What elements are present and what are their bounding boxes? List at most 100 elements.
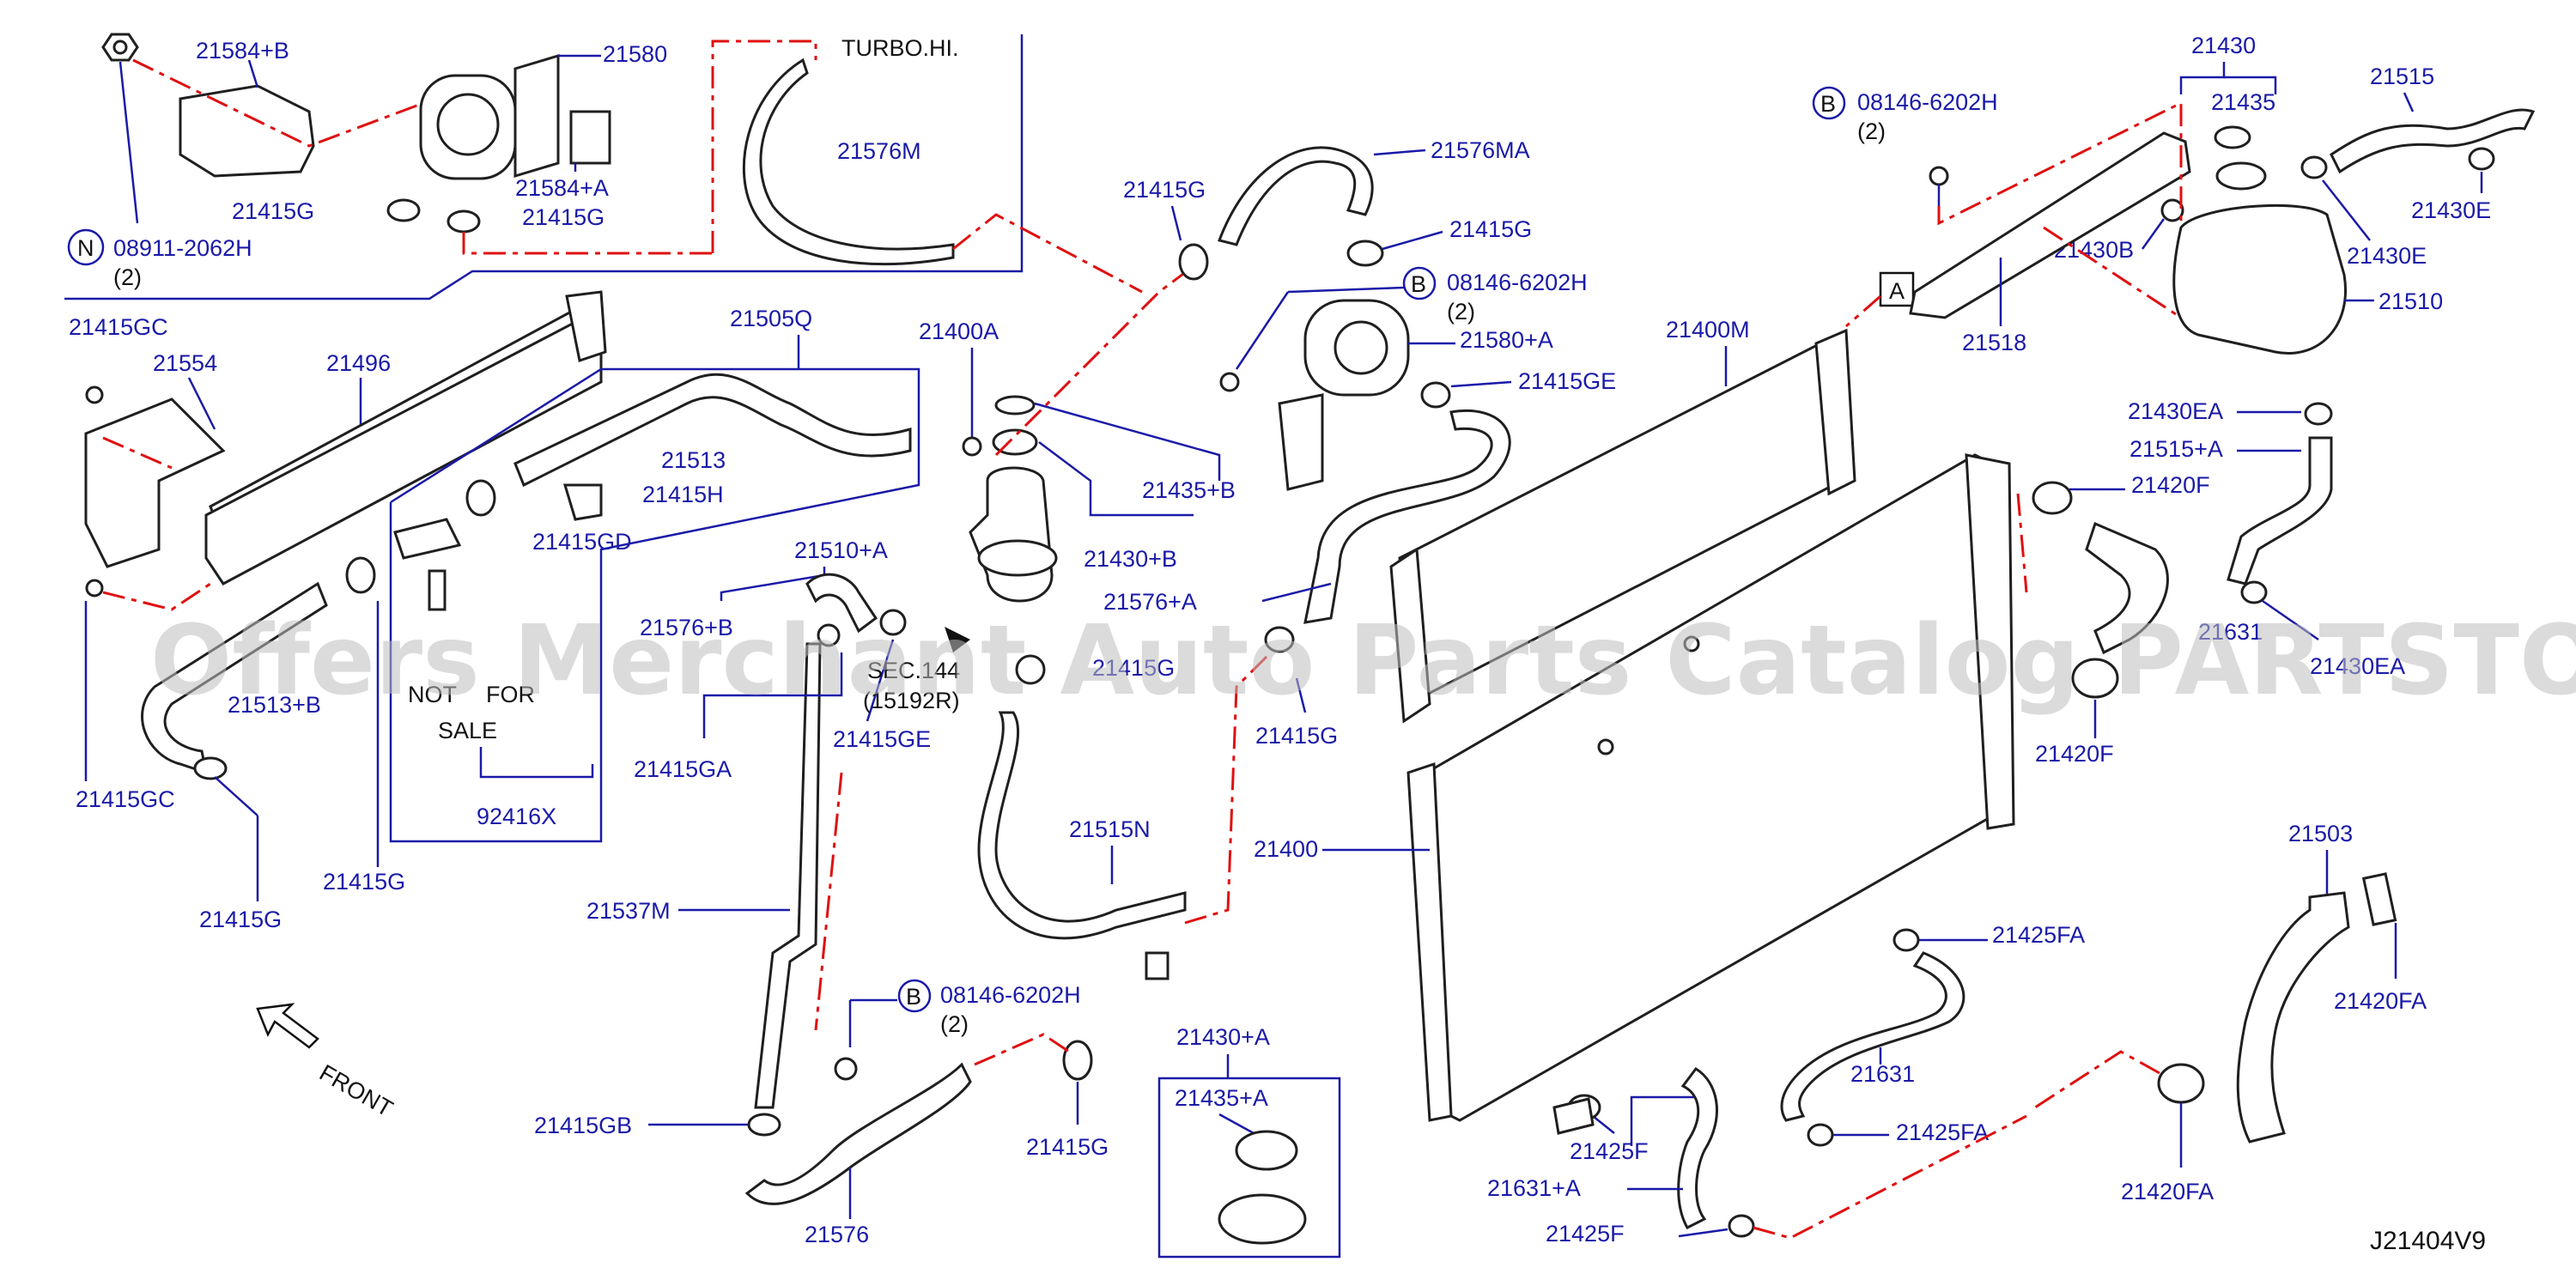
note-text: (2) <box>1447 299 1475 325</box>
note-text: B <box>1820 91 1836 117</box>
part-number-label: 21584+B <box>196 38 289 64</box>
part-number-label: 21576MA <box>1431 137 1530 163</box>
part-number-label: 21400M <box>1666 317 1750 343</box>
bracket-21518 <box>1909 131 2191 319</box>
sensor-icon <box>428 569 447 611</box>
clamp-icon <box>1893 928 1920 952</box>
part-number-label: 21496 <box>326 350 391 376</box>
clamp-icon <box>2468 147 2495 171</box>
clamp-icon <box>1346 240 1384 267</box>
part-number-label: 21584+A <box>515 175 609 201</box>
clamp-icon <box>2304 402 2333 426</box>
part-number-label: 21420FA <box>2334 988 2427 1014</box>
clamp-icon <box>2157 1063 2205 1104</box>
part-number-label: 21430+B <box>1084 546 1177 572</box>
reservoir-21400a <box>969 466 1054 603</box>
hose-21631 <box>1780 951 1965 1122</box>
hose-21631a <box>1677 1067 1718 1229</box>
part-number-label: 21515N <box>1069 816 1151 842</box>
part-number-label: 21515+A <box>2129 436 2223 462</box>
bolt-icon <box>85 579 104 598</box>
part-number-label: 08146-6202H <box>1857 89 1998 115</box>
part-number-label: 21576 <box>805 1222 869 1247</box>
bolt-icon <box>1597 738 1614 755</box>
part-number-label: 21415G <box>1092 655 1175 681</box>
part-number-label: 21425F <box>1570 1138 1649 1164</box>
part-number-label: 21415GE <box>833 726 931 752</box>
nut-icon <box>962 436 982 457</box>
part-number-label: 21430+A <box>1176 1024 1270 1050</box>
clamp-icon <box>2240 580 2268 604</box>
a-callout <box>1879 271 1915 307</box>
part-number-label: 21415G <box>1255 723 1338 749</box>
part-number-label: 21503 <box>2288 821 2353 846</box>
part-number-label: 21415G <box>522 204 605 230</box>
hose-21515 <box>2330 108 2536 174</box>
note-text: B <box>1411 271 1426 297</box>
sensor-21415h <box>562 483 603 521</box>
bolt-icon <box>1219 372 1240 392</box>
part-number-label: 21420F <box>2131 472 2210 498</box>
b-marker <box>1812 86 1846 120</box>
o-ring-icon <box>994 395 1036 416</box>
part-number-label: 21510 <box>2379 288 2443 314</box>
part-number-label: 21420F <box>2035 741 2114 767</box>
clamp-icon <box>1178 243 1209 281</box>
note-text: A <box>1889 278 1905 304</box>
hose-21515a <box>2227 436 2333 585</box>
part-number-label: 92416X <box>477 804 556 829</box>
note-text: SALE <box>438 718 497 743</box>
part-number-label: 21415GD <box>532 529 632 555</box>
clamp-icon <box>2300 155 2328 179</box>
part-number-label: 21631 <box>1850 1061 1915 1087</box>
pipe-21537m <box>754 642 822 1109</box>
part-number-label: 21631+A <box>1487 1175 1581 1201</box>
clamp-icon <box>465 479 496 517</box>
clamp-icon <box>747 1113 781 1137</box>
hose-21576a <box>1303 410 1511 624</box>
part-number-label: 21415G <box>232 198 314 224</box>
part-number-label: 21505Q <box>730 306 812 331</box>
nut-icon <box>2160 198 2184 222</box>
top-left-region-border <box>64 34 1024 300</box>
part-number-label: 21400 <box>1254 836 1318 862</box>
clamp-icon <box>1015 654 1046 685</box>
part-number-label: 21415GA <box>634 756 732 782</box>
hose-21631-upper <box>2085 521 2169 655</box>
bolt-icon <box>1929 166 1949 186</box>
clamp-icon <box>1264 626 1295 653</box>
group-box-21505q <box>389 367 920 843</box>
hose-21576m <box>742 58 955 266</box>
cap-icon <box>2215 161 2267 191</box>
part-number-label: 21435+A <box>1175 1085 1268 1111</box>
part-number-label: 21415G <box>1123 177 1206 203</box>
part-number-label: 21576+B <box>640 615 733 640</box>
part-number-label: 21420FA <box>2121 1179 2214 1204</box>
part-number-label: 21515 <box>2370 64 2434 89</box>
hose-21576 <box>744 1062 972 1205</box>
note-text: SEC.144 <box>867 658 960 683</box>
part-number-label: 21513+B <box>228 692 321 718</box>
note-text: (2) <box>940 1011 969 1037</box>
watermark: Offers Merchant Auto Parts Catalog PARTS… <box>150 605 2576 717</box>
part-number-label: 21415GB <box>534 1113 632 1138</box>
part-number-label: 21425F <box>1546 1221 1625 1247</box>
part-number-label: 21415G <box>1449 216 1532 242</box>
part-number-label: 21415G <box>199 907 282 932</box>
hose-21515n <box>977 711 1187 940</box>
part-number-label: 21576M <box>837 138 921 164</box>
hose-21513 <box>513 373 912 488</box>
bolt-icon <box>85 385 104 404</box>
part-number-label: 21430E <box>2411 197 2491 223</box>
part-number-label: 21430EA <box>2310 653 2405 679</box>
o-ring-icon <box>1235 1130 1298 1171</box>
clamp-icon <box>386 198 421 222</box>
note-text: NOT <box>408 682 457 707</box>
note-text: FOR <box>486 682 535 707</box>
group-box-21430a <box>1157 1077 1341 1259</box>
part-number-label: 21510+A <box>794 537 888 563</box>
part-number-label: 08146-6202H <box>940 982 1081 1008</box>
turbo-leader <box>711 39 817 253</box>
bolt-icon <box>1683 635 1700 652</box>
